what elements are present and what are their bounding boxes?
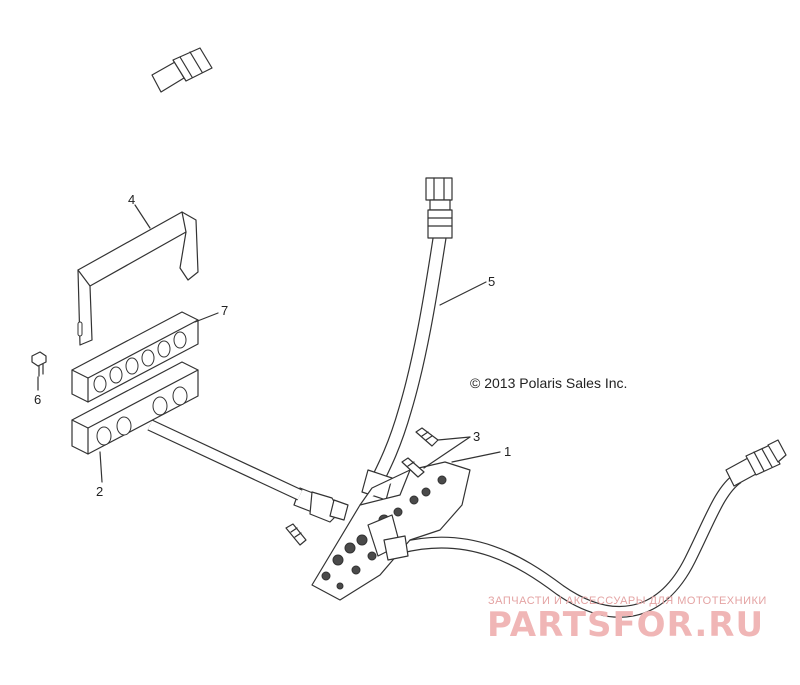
- callout-5: 5: [488, 274, 495, 289]
- callout-4: 4: [128, 192, 135, 207]
- part-2-clamp-lower: [71, 361, 199, 455]
- hose-fitting-top-left: [151, 47, 213, 93]
- part-6-bolt: [31, 351, 47, 377]
- callout-2: 2: [96, 484, 103, 499]
- hose-fitting-lower-left: [293, 487, 349, 523]
- watermark-subtitle: ЗАПЧАСТИ И АКСЕССУАРЫ ДЛЯ МОТОТЕХНИКИ: [488, 595, 767, 607]
- part-3-screw-lower: [401, 457, 425, 478]
- watermark: ЗАПЧАСТИ И АКСЕССУАРЫ ДЛЯ МОТОТЕХНИКИ PA…: [487, 595, 767, 645]
- watermark-brand: PARTSFOR.RU: [487, 605, 764, 645]
- clamp-holes-lower: [96, 386, 188, 446]
- leader-lines: [37, 204, 501, 483]
- part-3-screw-upper: [415, 427, 439, 447]
- callout-7: 7: [221, 303, 228, 318]
- part-3-screw-bottom: [285, 523, 307, 546]
- hose-fitting-top-center: [425, 177, 453, 239]
- callout-6: 6: [34, 392, 41, 407]
- hose-fitting-right: [725, 439, 787, 487]
- brake-line-right: [398, 439, 787, 618]
- brake-line-straight-section: [147, 419, 303, 501]
- callout-1: 1: [504, 444, 511, 459]
- clamp-holes-upper: [93, 331, 187, 393]
- part-7-clamp-upper: [71, 311, 199, 403]
- copyright-notice: © 2013 Polaris Sales Inc.: [470, 375, 627, 391]
- brake-line-upper-left: [21, 47, 349, 523]
- brake-line-5: [361, 177, 453, 501]
- part-1-junction-bracket: [311, 461, 471, 601]
- callout-3: 3: [473, 429, 480, 444]
- part-4-bracket: [77, 211, 199, 346]
